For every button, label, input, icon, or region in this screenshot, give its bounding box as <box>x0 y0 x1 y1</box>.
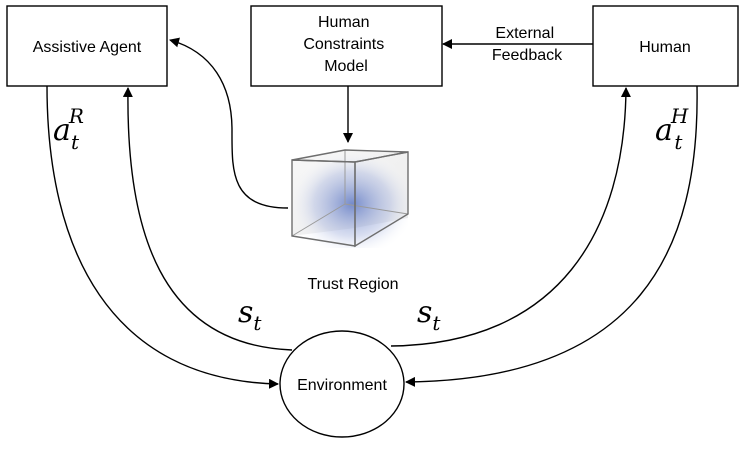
constraints-model-node: Human Constraints Model <box>250 5 443 87</box>
trust-region-to-agent-arrow <box>169 37 289 209</box>
assistive-agent-node: Assistive Agent <box>6 5 168 87</box>
human-label: Human <box>639 39 691 56</box>
human-action-arrow <box>405 85 698 387</box>
human-node: Human <box>592 5 739 87</box>
trust-region-cube <box>291 149 409 248</box>
state-right-label: st <box>417 295 441 335</box>
assistive-agent-label: Assistive Agent <box>33 39 142 56</box>
trust-region-label: Trust Region <box>308 276 399 293</box>
constraints-model-label: Human Constraints Model <box>303 14 388 75</box>
external-feedback-label: External Feedback <box>492 25 563 64</box>
state-to-human-arrow <box>390 87 631 347</box>
agent-action-arrow <box>46 85 279 389</box>
state-left-label: st <box>238 295 262 335</box>
environment-node: Environment <box>279 330 405 438</box>
state-to-agent-arrow <box>122 87 293 351</box>
environment-label: Environment <box>297 377 387 394</box>
